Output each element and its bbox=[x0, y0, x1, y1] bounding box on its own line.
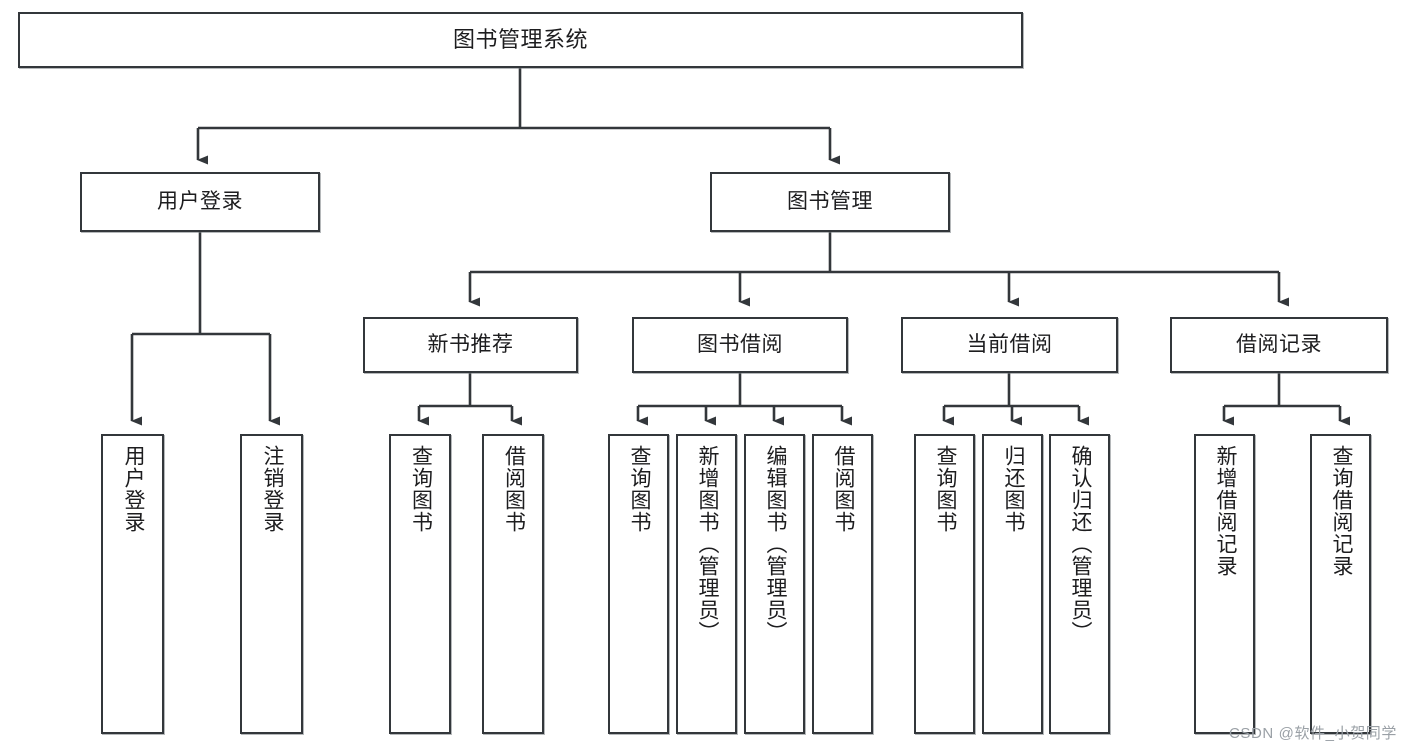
node-user-login-label: 用户登录 bbox=[157, 189, 243, 213]
node-new-book-recommend[interactable]: 新书推荐 bbox=[363, 317, 578, 373]
csdn-watermark: CSDN @软件_小贺同学 bbox=[1228, 725, 1397, 742]
leaf-current-borrow-query-label: 查询图书 bbox=[933, 445, 957, 533]
leaf-book-borrow-add-label: 新增图书（管理员） bbox=[695, 445, 719, 643]
leaf-book-borrow-borrow-label: 借阅图书 bbox=[831, 445, 855, 533]
node-user-login[interactable]: 用户登录 bbox=[80, 172, 320, 232]
node-current-borrow-label: 当前借阅 bbox=[966, 332, 1053, 356]
leaf-current-borrow-query[interactable]: 查询图书 bbox=[914, 434, 975, 734]
leaf-new-book-borrow[interactable]: 借阅图书 bbox=[482, 434, 544, 734]
node-book-management[interactable]: 图书管理 bbox=[710, 172, 950, 232]
node-book-borrow-label: 图书借阅 bbox=[697, 332, 783, 356]
node-root[interactable]: 图书管理系统 bbox=[18, 12, 1023, 68]
leaf-book-borrow-edit-label: 编辑图书（管理员） bbox=[763, 445, 787, 643]
leaf-book-borrow-query[interactable]: 查询图书 bbox=[608, 434, 669, 734]
leaf-book-borrow-borrow[interactable]: 借阅图书 bbox=[812, 434, 873, 734]
leaf-borrow-record-add[interactable]: 新增借阅记录 bbox=[1194, 434, 1255, 734]
leaf-current-borrow-return-label: 归还图书 bbox=[1001, 445, 1025, 533]
leaf-user-login-login[interactable]: 用户登录 bbox=[101, 434, 164, 734]
leaf-book-borrow-edit[interactable]: 编辑图书（管理员） bbox=[744, 434, 805, 734]
leaf-borrow-record-query[interactable]: 查询借阅记录 bbox=[1310, 434, 1371, 734]
leaf-borrow-record-query-label: 查询借阅记录 bbox=[1329, 445, 1353, 577]
leaf-new-book-query-label: 查询图书 bbox=[409, 445, 433, 533]
leaf-user-login-login-label: 用户登录 bbox=[121, 445, 145, 533]
leaf-user-login-logout-label: 注销登录 bbox=[260, 445, 284, 533]
leaf-new-book-borrow-label: 借阅图书 bbox=[502, 445, 526, 533]
leaf-user-login-logout[interactable]: 注销登录 bbox=[240, 434, 303, 734]
node-borrow-record[interactable]: 借阅记录 bbox=[1170, 317, 1388, 373]
node-book-borrow[interactable]: 图书借阅 bbox=[632, 317, 848, 373]
node-current-borrow[interactable]: 当前借阅 bbox=[901, 317, 1118, 373]
leaf-current-borrow-return[interactable]: 归还图书 bbox=[982, 434, 1043, 734]
leaf-current-borrow-confirm[interactable]: 确认归还（管理员） bbox=[1049, 434, 1110, 734]
leaf-book-borrow-add[interactable]: 新增图书（管理员） bbox=[676, 434, 737, 734]
leaf-book-borrow-query-label: 查询图书 bbox=[627, 445, 651, 533]
node-book-management-label: 图书管理 bbox=[787, 189, 873, 213]
node-new-book-recommend-label: 新书推荐 bbox=[427, 332, 514, 356]
node-root-label: 图书管理系统 bbox=[452, 27, 588, 53]
node-borrow-record-label: 借阅记录 bbox=[1236, 332, 1322, 356]
leaf-new-book-query[interactable]: 查询图书 bbox=[389, 434, 451, 734]
leaf-current-borrow-confirm-label: 确认归还（管理员） bbox=[1068, 445, 1092, 643]
leaf-borrow-record-add-label: 新增借阅记录 bbox=[1213, 445, 1237, 577]
